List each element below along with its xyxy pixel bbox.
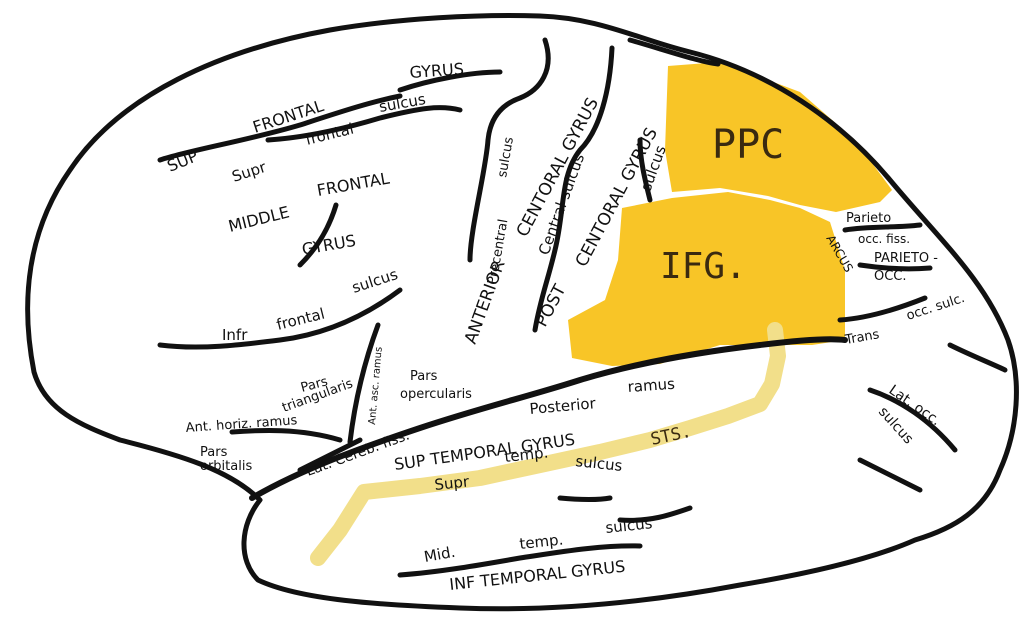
label-occ: OCC.: [874, 269, 907, 284]
label-sulcus-temp: sulcus: [575, 452, 624, 475]
ifg-label: IFG.: [660, 246, 747, 287]
label-middle: MIDDLE: [226, 202, 291, 235]
label-occ-sulc: occ. sulc.: [905, 291, 967, 324]
brain-outline: [25, 13, 1019, 612]
label-temp2: temp.: [519, 530, 565, 553]
ppc-label: PPC: [712, 122, 784, 168]
label-frontal-mid: FRONTAL: [315, 168, 391, 199]
label-anterior: ANTERIOR: [461, 257, 510, 346]
ppc-region: [665, 62, 892, 212]
label-ramus: ramus: [627, 375, 676, 396]
label-pars-oper-2: opercularis: [400, 387, 472, 402]
label-gyrus-top: GYRUS: [409, 59, 465, 82]
label-pars-orb-1: Pars: [200, 445, 228, 460]
label-pars-orb-2: orbitalis: [200, 459, 252, 474]
label-posterior: Posterior: [529, 394, 597, 418]
sylvian-ramus: [229, 322, 381, 473]
label-pars-tri-1: Pars: [299, 374, 330, 396]
label-trans: Trans: [843, 327, 881, 348]
label-sulcus-precentral: sulcus: [495, 136, 517, 179]
label-infr: Infr: [222, 326, 248, 344]
label-gyrus-mid: GYRUS: [300, 231, 357, 259]
label-supr: Supr: [230, 158, 269, 186]
sts-label: STS.: [649, 422, 693, 450]
label-sulcus-sup: sulcus: [378, 90, 428, 116]
label-ant-asc-ramus: Ant. asc. ramus: [367, 346, 385, 425]
label-parieto: Parieto: [846, 211, 891, 226]
sulci: [157, 37, 1008, 578]
label-pars-oper-1: Pars: [410, 369, 438, 384]
label-temp: temp.: [504, 443, 550, 466]
label-mid: Mid.: [423, 543, 457, 566]
sts-band: [310, 322, 786, 566]
lateral-fissure: [249, 336, 848, 501]
label-sulcus-mid: sulcus: [605, 514, 654, 537]
label-supr-temp: Supr: [434, 472, 471, 494]
label-parieto-occ: PARIETO -: [874, 251, 938, 266]
label-occ-fiss: occ. fiss.: [858, 232, 910, 246]
label-inf-temporal-gyrus: INF TEMPORAL GYRUS: [448, 557, 626, 594]
label-post: POST: [532, 281, 571, 330]
label-frontal-lower: frontal: [304, 120, 356, 149]
label-sulcus-infr: sulcus: [350, 265, 400, 297]
